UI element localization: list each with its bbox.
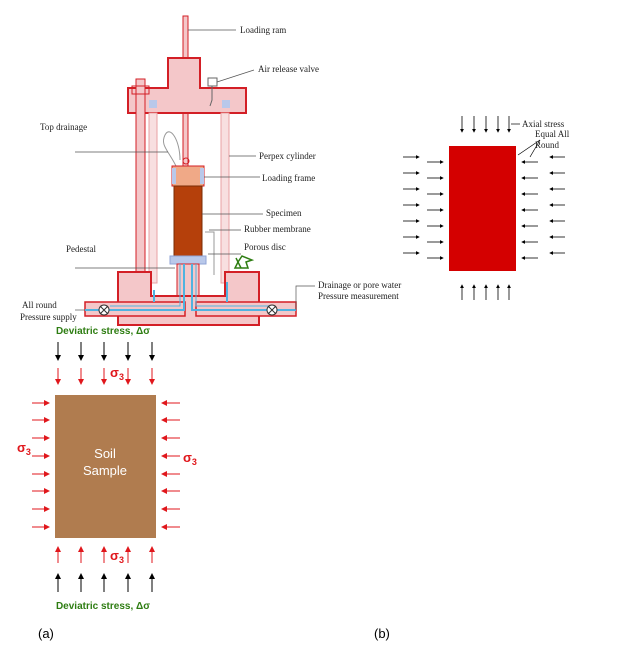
porous-disc-label: Porous disc	[244, 242, 286, 252]
right-valve-icon	[266, 304, 278, 316]
top-drainage-tube	[162, 131, 181, 167]
top-drainage-label: Top drainage	[40, 122, 87, 132]
soil-sample-block	[55, 395, 156, 538]
left-tie-rod	[135, 78, 146, 280]
bleed-valve-icon	[233, 255, 255, 269]
rubber-membrane-label: Rubber membrane	[244, 224, 311, 234]
soil-sample-label-2: Sample	[83, 463, 127, 478]
left-tie-rod-nut	[131, 85, 150, 95]
triaxial-apparatus: Loading ram Air release valve Top draina…	[20, 15, 401, 326]
stress-element-block	[449, 146, 516, 271]
loading-frame-label: Loading frame	[262, 173, 315, 183]
soil-sample-label-1: Soil	[94, 446, 116, 461]
drainage-pipe	[191, 264, 296, 311]
panel-a-label: (a)	[38, 626, 54, 641]
perspex-cylinder-right-wall	[220, 112, 230, 284]
drainage-label-1: Drainage or pore water	[318, 280, 401, 290]
seal-top-right	[222, 100, 230, 108]
panel-b-label: (b)	[374, 626, 390, 641]
cell-pressure-pipe	[85, 264, 185, 311]
all-round-label-2: Pressure supply	[20, 312, 77, 322]
equal-all-round-leader	[517, 139, 541, 156]
deviatric-stress-top-label: Deviatric stress, Δσ	[56, 326, 150, 337]
specimen-label: Specimen	[266, 208, 302, 218]
equal-all-round-label-1: Equal All	[535, 129, 570, 139]
all-round-label-1: All round	[22, 300, 57, 310]
loading-frame	[171, 165, 205, 187]
soil-sample-diagram: Deviatric stress, Δσ σ3 σ3 σ3 σ3 Soil Sa…	[17, 326, 197, 612]
air-release-valve-label: Air release valve	[258, 64, 319, 74]
perspex-cylinder-label: Perpex cylinder	[259, 151, 316, 161]
sigma3-bottom-label: σ3	[110, 548, 124, 565]
sigma3-top-label: σ3	[110, 365, 124, 382]
specimen	[173, 185, 203, 257]
drainage-label-2: Pressure measurement	[318, 291, 399, 301]
equal-all-round-label-2: Round	[535, 140, 560, 150]
sigma3-left-label: σ3	[17, 440, 31, 457]
left-valve-icon	[98, 304, 110, 316]
axial-stress-label: Axial stress	[522, 119, 565, 129]
perspex-cylinder-left-wall	[148, 112, 158, 284]
deviatric-stress-bottom-label: Deviatric stress, Δσ	[56, 601, 150, 612]
stress-element-diagram: Axial stress Equal All Round	[403, 116, 570, 300]
pedestal-label: Pedestal	[66, 244, 96, 254]
porous-disc	[169, 255, 207, 265]
loading-ram-label: Loading ram	[240, 25, 286, 35]
top-cap	[127, 57, 247, 114]
air-release-valve	[207, 77, 218, 87]
sigma3-right-label: σ3	[183, 450, 197, 467]
seal-top-left	[149, 100, 157, 108]
